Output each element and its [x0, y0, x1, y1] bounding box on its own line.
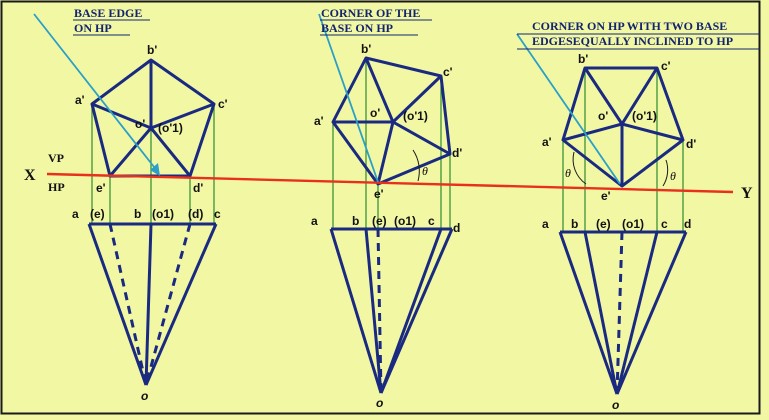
label-middle-e-prime: e' [374, 187, 384, 201]
projectors-right [562, 68, 684, 232]
label-left-o-prime: o' [135, 117, 145, 131]
y-label: Y [741, 185, 753, 202]
vp-label: VP [48, 151, 64, 165]
label-left-b-prime: b' [147, 43, 157, 57]
label-right-b-prime: b' [578, 52, 588, 66]
label-left-e-prime: e' [96, 181, 106, 195]
label-right-e-prime: e' [601, 189, 611, 203]
front-view-middle [331, 56, 452, 186]
label-middle-d: d [453, 221, 460, 235]
label-right-d-prime: d' [686, 137, 696, 151]
frame-border [0, 0, 761, 415]
label-right-o-prime: o' [598, 109, 608, 123]
label-right-o1: (o1) [622, 217, 644, 231]
label-left-a: a [72, 207, 79, 221]
label-left-o1: (o1) [152, 207, 174, 221]
callout-leader-middle [318, 13, 379, 183]
label-left-apex: o [141, 389, 148, 403]
label-left-d: (d) [188, 207, 203, 221]
label-left-c-prime: c' [218, 97, 228, 111]
figure-middle: θ b' c' a' o' (o'1) d' e' a b (e) (o1) c… [311, 42, 462, 410]
label-middle-a-prime: a' [314, 114, 324, 128]
label-middle-e: (e) [372, 214, 387, 228]
x-label: X [24, 167, 36, 184]
angle-theta-right-left: θ [565, 166, 571, 180]
label-left-e: (e) [90, 207, 105, 221]
label-right-c-prime: c' [661, 59, 671, 73]
label-right-b: b [571, 217, 578, 231]
top-view-right [558, 230, 688, 395]
label-middle-b: b [352, 214, 359, 228]
label-right-a: a [542, 217, 549, 231]
angle-theta-right-right: θ [670, 169, 676, 183]
figure-right: θ θ b' c' o' (o'1) a' d' e' a b (e) (o1)… [542, 52, 696, 412]
label-right-a-prime: a' [542, 135, 552, 149]
top-view-middle [329, 227, 454, 394]
callout-middle-line1: CORNER OF THE [321, 6, 420, 20]
label-middle-c-prime: c' [443, 65, 453, 79]
callout-middle-line2: BASE ON HP [321, 21, 393, 35]
top-view-left [87, 222, 218, 386]
label-middle-a: a [311, 214, 318, 228]
callout-leader-left [33, 13, 159, 173]
hp-label: HP [48, 180, 65, 194]
label-right-d: d [684, 217, 691, 231]
front-view-right [561, 66, 685, 188]
angle-arc-right-right [662, 159, 669, 187]
projectors-middle [332, 58, 451, 229]
angle-arc-right-left [572, 151, 587, 185]
callout-right-line1: CORNER ON HP WITH TWO BASE [532, 19, 727, 33]
label-right-o1-prime: (o'1) [632, 109, 657, 123]
label-middle-o1-prime: (o'1) [403, 109, 428, 123]
callout-left-line1: BASE EDGE [74, 6, 142, 20]
callout-left-line2: ON HP [74, 21, 112, 35]
callout-arrowhead-left [150, 163, 160, 176]
label-middle-o1: (o1) [394, 214, 416, 228]
label-right-c: c [661, 217, 668, 231]
angle-theta-middle: θ [422, 164, 428, 178]
xy-reference-line [46, 172, 734, 194]
angle-arc-middle [412, 149, 420, 182]
label-middle-apex: o [376, 396, 383, 410]
label-middle-d-prime: d' [452, 146, 462, 160]
label-middle-c: c [428, 214, 435, 228]
callout-leader-right [516, 33, 621, 185]
label-right-e: (e) [596, 217, 611, 231]
figure-left: b' a' c' o' (o'1) e' d' a (e) b (o1) (d)… [72, 43, 228, 403]
label-left-d-prime: d' [193, 181, 203, 195]
label-left-b: b [134, 207, 141, 221]
callout-right-line2: EDGESEQUALLY INCLINED TO HP [532, 34, 733, 48]
label-left-c: c [214, 207, 221, 221]
label-middle-b-prime: b' [361, 42, 371, 56]
label-left-a-prime: a' [75, 93, 85, 107]
label-left-o1-prime: (o'1) [158, 121, 183, 135]
label-middle-o-prime: o' [370, 106, 380, 120]
label-right-apex: o [612, 398, 619, 412]
